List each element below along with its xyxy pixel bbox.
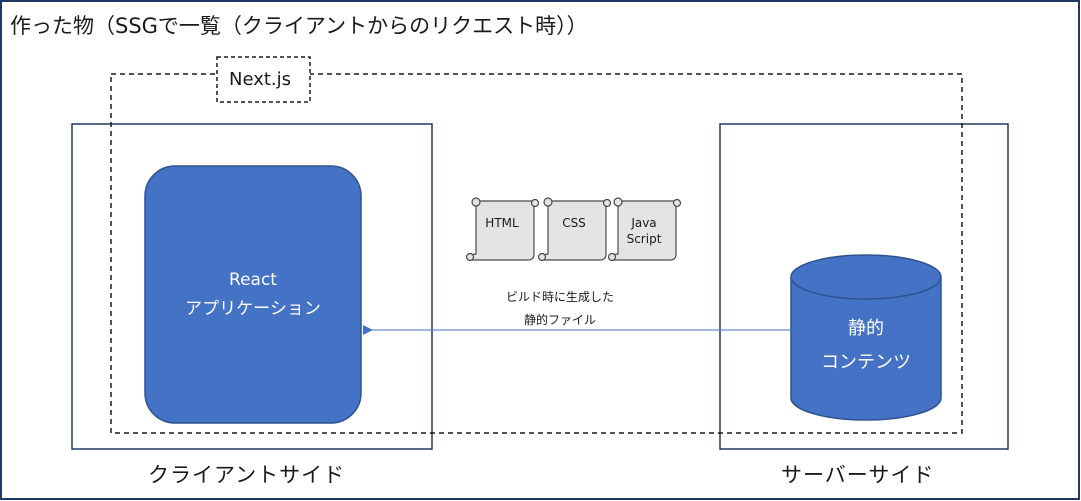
- nextjs-boundary: [110, 73, 963, 434]
- transfer-label: ビルド時に生成した 静的ファイル: [480, 286, 640, 332]
- css-file-icon: [537, 197, 612, 262]
- static-content-database: [790, 254, 942, 421]
- transfer-label-line1: ビルド時に生成した: [505, 290, 614, 304]
- static-content-line1: 静的: [848, 318, 884, 339]
- html-file-label: HTML: [485, 216, 519, 230]
- server-side-box: [719, 123, 1009, 450]
- css-file-label: CSS: [562, 216, 586, 230]
- client-side-box: [71, 123, 433, 450]
- javascript-file-label-line1: Java: [631, 216, 657, 230]
- javascript-file-icon: [607, 197, 682, 262]
- react-app-text: React アプリケーション: [145, 266, 361, 324]
- javascript-file-label-line2: Script: [626, 232, 662, 246]
- javascript-file-label: Java Script: [620, 215, 668, 247]
- server-side-label: サーバーサイド: [781, 463, 935, 487]
- html-file-icon: [465, 197, 540, 262]
- static-content-line2: コンテンツ: [821, 352, 911, 373]
- page-title: 作った物（SSGで一覧（クライアントからのリクエスト時））: [10, 14, 588, 38]
- client-side-label: クライアントサイド: [148, 463, 346, 487]
- react-app-box: [144, 165, 362, 424]
- static-content-text: 静的 コンテンツ: [791, 312, 941, 380]
- react-app-name: React: [229, 270, 277, 290]
- transfer-label-line2: 静的ファイル: [523, 313, 596, 327]
- react-app-desc: アプリケーション: [185, 299, 321, 319]
- nextjs-label: Next.js: [229, 69, 292, 90]
- nextjs-label-box: [216, 56, 311, 103]
